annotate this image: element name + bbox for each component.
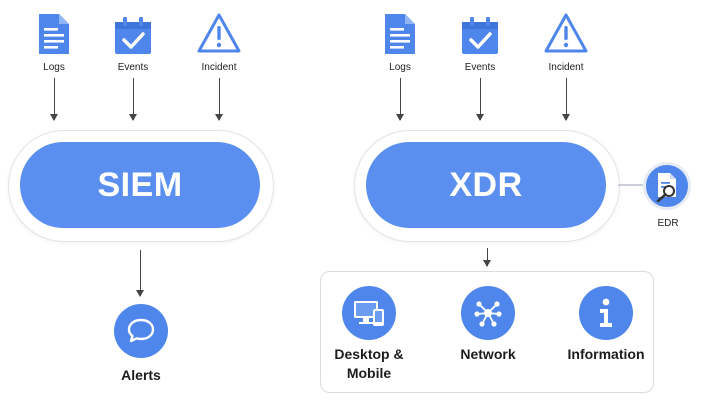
xdr-input-label-logs: Logs <box>389 62 411 73</box>
warning-icon <box>197 13 241 53</box>
calendar-check-icon <box>115 17 151 54</box>
chat-bubble-icon <box>127 318 155 343</box>
warning-icon <box>544 13 588 53</box>
info-circle <box>579 286 633 340</box>
desktop-mobile-icon <box>354 301 384 326</box>
xdr-input-label-events: Events <box>464 62 496 73</box>
alerts-circle <box>114 304 168 358</box>
desktop-mobile-label: Desktop & Mobile <box>334 346 404 381</box>
edr-label: EDR <box>657 218 679 229</box>
network-label: Network <box>460 346 516 362</box>
xdr-arrow-incident <box>562 78 570 121</box>
xdr-arrow-events <box>476 78 484 121</box>
document-icon <box>385 14 415 54</box>
edr-circle <box>643 162 691 210</box>
desktop-mobile-circle <box>342 286 396 340</box>
siem-input-label-events: Events <box>117 62 149 73</box>
siem-pill: SIEM <box>20 142 260 228</box>
information-label: Information <box>567 346 645 362</box>
network-icon <box>474 301 502 327</box>
calendar-check-icon <box>462 17 498 54</box>
siem-arrow-events <box>129 78 137 121</box>
siem-arrow-incident <box>215 78 223 121</box>
xdr-title: XDR <box>449 165 523 204</box>
alerts-label: Alerts <box>121 367 161 383</box>
info-icon <box>600 298 612 327</box>
siem-arrow-logs <box>50 78 58 121</box>
document-search-icon <box>656 173 676 202</box>
siem-arrow-alerts <box>136 250 144 297</box>
document-icon <box>39 14 69 54</box>
xdr-pill: XDR <box>366 142 606 228</box>
network-circle <box>461 286 515 340</box>
siem-title: SIEM <box>97 165 183 204</box>
xdr-arrow-logs <box>396 78 404 121</box>
xdr-input-label-incident: Incident <box>548 62 584 73</box>
edr-connector <box>618 184 648 186</box>
xdr-arrow-outputs <box>483 248 491 267</box>
siem-input-label-logs: Logs <box>43 62 65 73</box>
siem-input-label-incident: Incident <box>201 62 237 73</box>
